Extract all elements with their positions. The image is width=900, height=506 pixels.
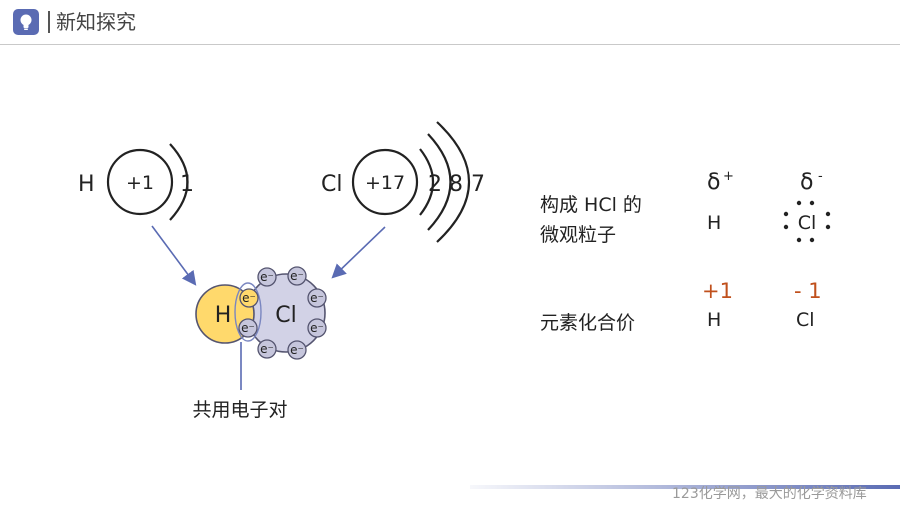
electron-label: e⁻ [310,321,324,335]
h-symbol-label: H [78,172,95,197]
electron-dot [825,224,831,230]
electron-label: e⁻ [290,343,304,357]
electron-dot [809,237,815,243]
electron-label: e⁻ [242,291,256,305]
h-partial-charge-sign: + [723,169,734,184]
electron-label: e⁻ [241,321,255,335]
electron [307,318,327,338]
electron-label: e⁻ [260,270,274,284]
lewis-h-symbol: H [707,212,721,234]
shared-electron [238,318,258,338]
cl-symbol-label: Cl [321,172,342,197]
h-atom-structure: H +1 1 [78,143,194,221]
header-rule [0,44,900,45]
electron-label: e⁻ [290,269,304,283]
h-shell-arc [169,143,189,221]
cl-sphere-label: Cl [275,303,296,328]
header-divider [48,11,50,33]
electron-label: e⁻ [310,291,324,305]
hcl-molecule-model: H Cl e⁻ e⁻ e⁻ e⁻ e⁻ e⁻ e⁻ e⁻ [195,266,327,360]
electron-dot [809,200,815,206]
electron-dot [783,211,789,217]
header-bar: 新知探究 [0,0,900,46]
cl-to-molecule-arrow [331,226,386,279]
page-title: 新知探究 [56,10,136,34]
cl-nucleus [351,148,419,216]
h-nucleus-charge: +1 [126,172,154,194]
cl-partial-charge-sign: - [818,169,823,184]
cl-lone-pair-dots [783,200,831,243]
particles-caption-line-1: 构成 HCl 的 [540,194,642,216]
electron-label: e⁻ [260,342,274,356]
cl-shell-2-arc [427,133,452,231]
watermark-text: 123化学网，最大的化学资料库 [672,486,867,502]
cl-partial-charge-symbol: δ [800,170,813,195]
electron-dot [783,224,789,230]
electron-dot [796,237,802,243]
cl-shell-2-count: 8 [449,172,463,197]
electron [257,339,277,359]
valence-cl-symbol: Cl [796,309,815,331]
cl-shell-1-arc [419,148,434,216]
particles-caption-line-2: 微观粒子 [540,224,616,246]
electron [257,267,277,287]
lewis-cl-symbol: Cl [798,212,817,234]
h-shell-count: 1 [180,172,194,197]
lightbulb-icon [13,9,39,35]
h-nucleus [106,148,174,216]
h-partial-charge-symbol: δ [707,170,720,195]
shared-pair-outline [234,282,262,342]
valence-h-symbol: H [707,309,721,331]
valence-caption: 元素化合价 [540,312,635,334]
h-valence-value: +1 [702,279,733,303]
cl-valence-value: - 1 [794,279,822,303]
electron [307,288,327,308]
cl-atom-structure: Cl +17 2 8 7 [321,121,485,243]
cl-shell-1-count: 2 [428,172,442,197]
electron-dot [825,211,831,217]
shared-electron [239,288,259,308]
cl-nucleus-charge: +17 [365,172,405,194]
cl-shell-3-count: 7 [471,172,485,197]
h-sphere-label: H [215,303,232,328]
electron [287,340,307,360]
footer-rule [470,485,900,489]
h-to-molecule-arrow [151,225,197,286]
shared-pair-label: 共用电子对 [192,399,287,421]
electron-dot [796,200,802,206]
electron [287,266,307,286]
bonding-diagram: H +1 1 Cl +17 2 8 7 H Cl e⁻ e⁻ [78,121,831,421]
cl-shell-3-arc [436,121,470,243]
